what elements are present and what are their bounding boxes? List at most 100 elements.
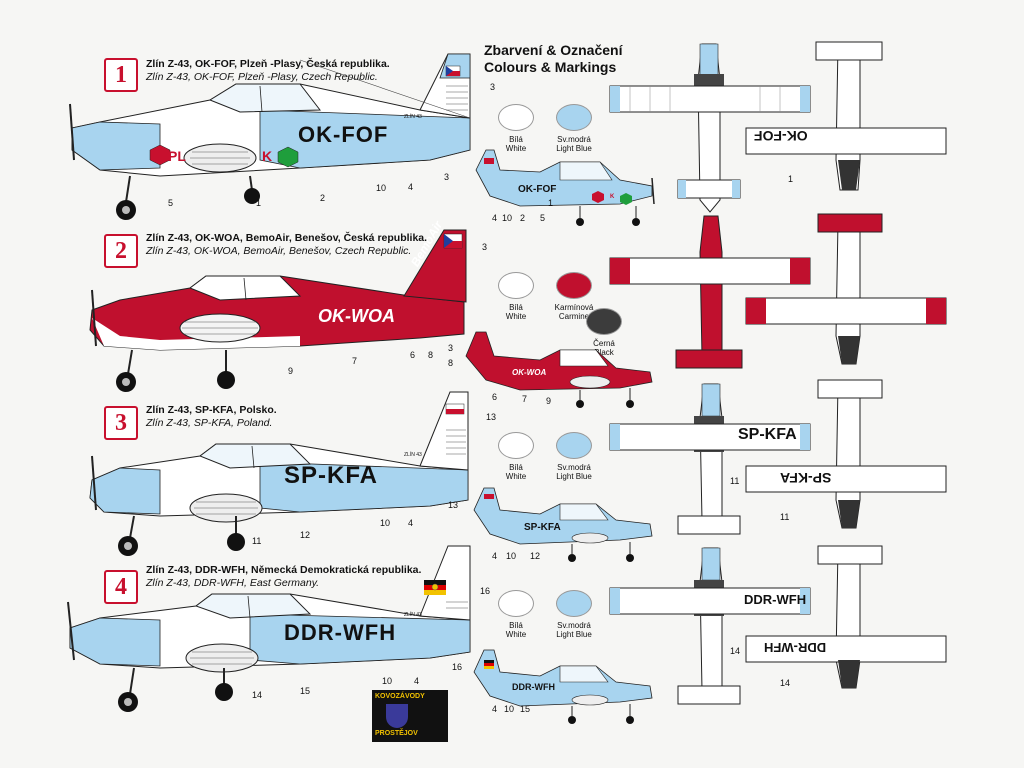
- swatch-2-carmine-color: [556, 272, 592, 299]
- callout-4-10: 10: [382, 676, 393, 686]
- scheme-2-registration: OK-WOA: [318, 306, 395, 326]
- callout-1s-3: 3: [444, 172, 450, 182]
- callout-4t-14a: 14: [730, 646, 741, 656]
- callout-3s-4: 4: [492, 551, 498, 561]
- callout-3s-10: 10: [506, 551, 517, 561]
- callout-3-10: 10: [380, 518, 391, 528]
- scheme-1-title-english: Zlín Z-43, OK-FOF, Plzeň -Plasy, Czech R…: [146, 71, 378, 83]
- callout-4-4: 4: [414, 676, 420, 686]
- callout-4-16: 16: [480, 586, 491, 596]
- callout-4-14: 14: [252, 690, 263, 700]
- scheme-4-tail-badge: ZLÍN 43: [404, 612, 422, 618]
- callout-3-13: 13: [486, 412, 497, 422]
- scheme-1-nose-k: K: [262, 148, 273, 164]
- logo-shield-icon: [386, 704, 408, 728]
- scheme-2-small-registration: OK-WOA: [512, 368, 547, 377]
- scheme-3-registration: SP-KFA: [284, 462, 379, 489]
- callout-4t-14b: 14: [780, 678, 791, 688]
- scheme-3-number-badge: 3: [104, 406, 138, 440]
- scheme-1-small-k: K: [610, 194, 615, 200]
- swatch-3-light-blue-color: [556, 432, 592, 459]
- callout-1-5: 5: [168, 198, 174, 208]
- scheme-1-caption: Zlín Z-43, OK-FOF, Plzeň -Plasy, Česká r…: [146, 58, 390, 84]
- callout-3t-11a: 11: [730, 476, 740, 486]
- callout-1-10: 10: [376, 183, 387, 193]
- callout-1s-1: 1: [548, 198, 554, 208]
- scheme-3-caption: Zlín Z-43, SP-KFA, Polsko. Zlín Z-43, SP…: [146, 404, 277, 430]
- callout-2-9: 9: [288, 366, 294, 376]
- scheme-4-underside-registration: DDR-WFH: [764, 640, 827, 655]
- swatch-4-light-blue-color: [556, 590, 592, 617]
- callout-2-7: 7: [352, 356, 358, 366]
- callout-1s-5: 5: [540, 213, 546, 223]
- scheme-1-title-czech: Zlín Z-43, OK-FOF, Plzeň -Plasy, Česká r…: [146, 58, 390, 70]
- callout-2s-6: 6: [492, 392, 498, 402]
- callout-1s-10: 10: [502, 213, 513, 223]
- scheme-4-small-registration: DDR-WFH: [512, 682, 555, 692]
- callout-1s-2: 2: [520, 213, 526, 223]
- scheme-3-title-czech: Zlín Z-43, SP-KFA, Polsko.: [146, 404, 277, 416]
- callout-4s-16: 16: [452, 662, 463, 672]
- callout-3s-12: 12: [530, 551, 541, 561]
- scheme-2-title-english: Zlín Z-43, OK-WOA, BemoAir, Benešov, Cze…: [146, 245, 412, 257]
- callout-4s-4: 4: [492, 704, 498, 714]
- scheme-4-caption: Zlín Z-43, DDR-WFH, Německá Demokratická…: [146, 564, 421, 590]
- scheme-1-tail-badge: ZLÍN 43: [404, 114, 422, 120]
- callout-2-8: 8: [428, 350, 434, 360]
- scheme-4-number-badge: 4: [104, 570, 138, 604]
- callout-2s-9: 9: [546, 396, 552, 406]
- scheme-2-title-czech: Zlín Z-43, OK-WOA, BemoAir, Benešov, Čes…: [146, 232, 428, 244]
- scheme-2-caption: Zlín Z-43, OK-WOA, BemoAir, Benešov, Čes…: [146, 232, 427, 258]
- callout-3s-13: 13: [448, 500, 459, 510]
- callout-1s-4: 4: [492, 213, 498, 223]
- heading-czech: Zbarvení & Označení: [484, 42, 623, 58]
- scheme-2-number-badge: 2: [104, 234, 138, 268]
- callout-2-6: 6: [410, 350, 416, 360]
- scheme-4-title-english: Zlín Z-43, DDR-WFH, East Germany.: [146, 577, 320, 589]
- kovozavody-prostejov-logo: KOVOZÁVODY PROSTĚJOV: [372, 690, 448, 742]
- callout-1-4: 4: [408, 182, 414, 192]
- scheme-1-small-registration: OK-FOF: [518, 184, 557, 195]
- swatch-4-white-color: [498, 590, 534, 617]
- scheme-3-title-english: Zlín Z-43, SP-KFA, Poland.: [146, 417, 273, 429]
- scheme-4-wing-registration: DDR-WFH: [744, 592, 807, 607]
- callout-1t-1: 1: [788, 174, 794, 184]
- callout-2s-8: 8: [448, 358, 454, 368]
- scheme-3-small-registration: SP-KFA: [524, 522, 561, 533]
- callout-4-15: 15: [300, 686, 311, 696]
- scheme-1-nose-pl: PL: [168, 148, 186, 164]
- callout-4s-15: 15: [520, 704, 531, 714]
- callout-3-11: 11: [252, 536, 262, 546]
- callout-3-4: 4: [408, 518, 414, 528]
- callout-2s-7: 7: [522, 394, 528, 404]
- swatch-2-black-color: [586, 308, 622, 335]
- scheme-1-registration: OK-FOF: [298, 122, 389, 147]
- logo-top-text: KOVOZÁVODY: [375, 693, 425, 700]
- swatch-1-light-blue-color: [556, 104, 592, 131]
- callout-1-2: 2: [320, 193, 326, 203]
- colours-markings-heading: Zbarvení & Označení Colours & Markings: [484, 42, 622, 76]
- callout-2s-3: 3: [448, 343, 454, 353]
- callout-2-3: 3: [482, 242, 488, 252]
- scheme-4-registration: DDR-WFH: [284, 620, 397, 645]
